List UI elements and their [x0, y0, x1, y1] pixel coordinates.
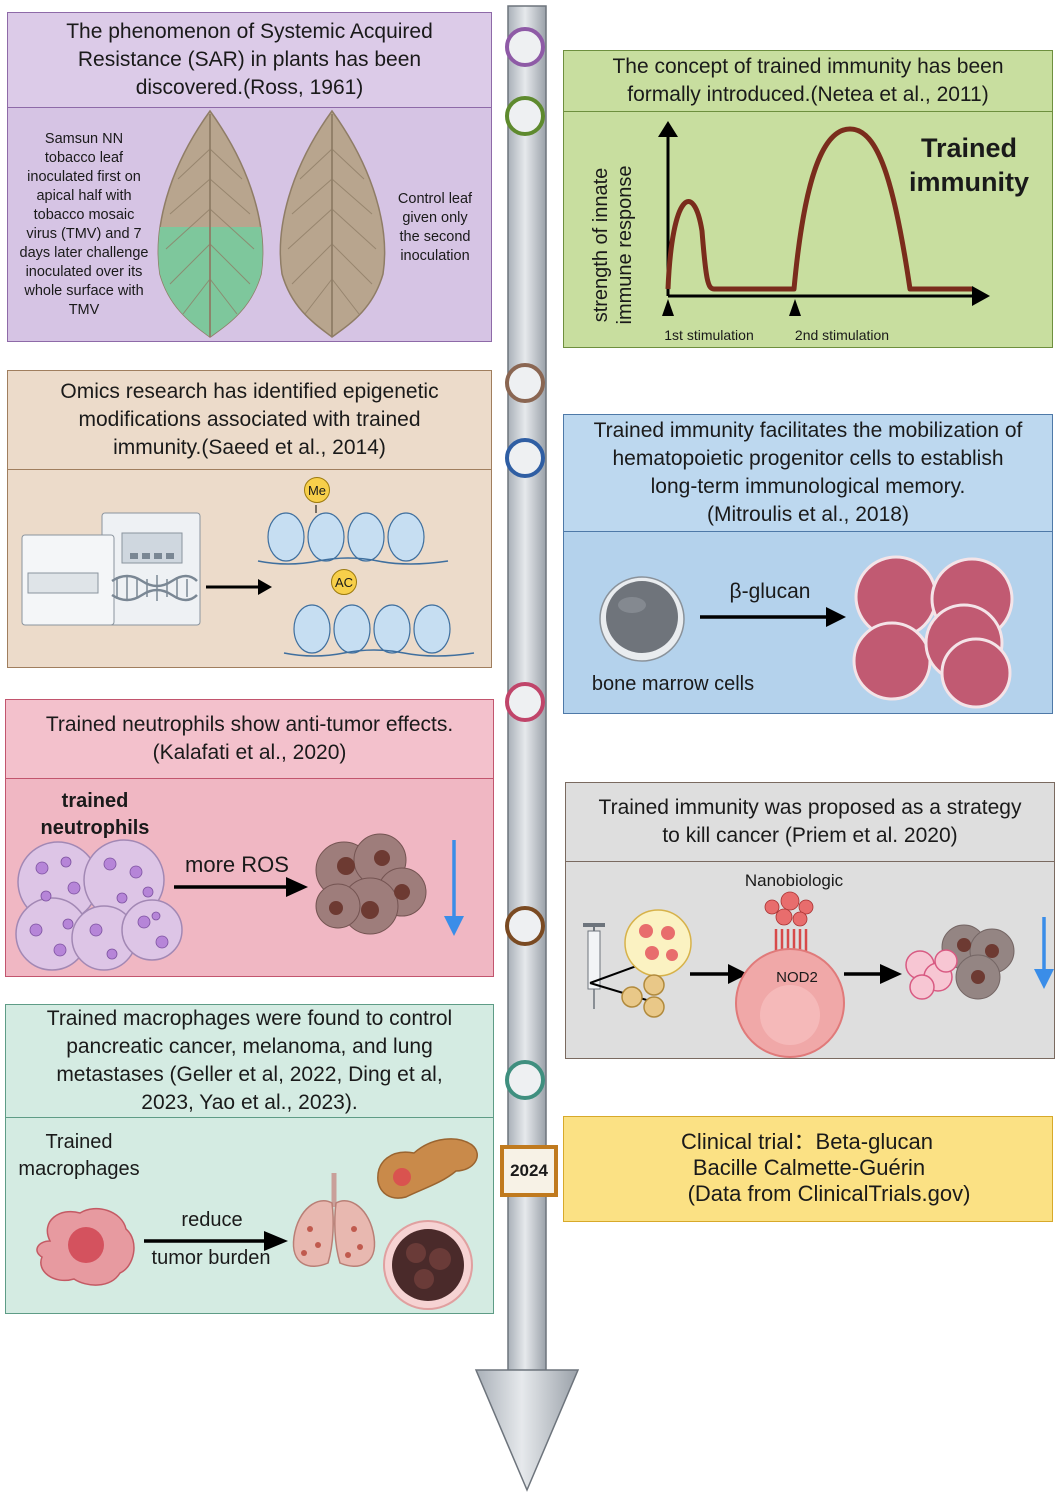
treated-leaf-icon: [157, 109, 264, 338]
control-leaf-icon: [279, 109, 386, 338]
y-axis-label: strength of innate immune response: [590, 165, 636, 325]
omics-body: [8, 469, 491, 667]
trained-immunity-curve: [658, 121, 990, 316]
macrophages-panel: Trained macrophages were found to contro…: [5, 1004, 494, 1314]
second-stimulation-label: 2nd stimulation: [794, 327, 890, 343]
reduce-arrow: [144, 1231, 288, 1251]
trained-concept-panel: The concept of trained immunity has been…: [563, 50, 1053, 348]
lungs-icon: [292, 1173, 376, 1267]
hematopoietic-title: Trained immunity facilitates the mobiliz…: [593, 419, 1023, 526]
nanobiologic-label: Nanobiologic: [744, 871, 844, 890]
cancer-decrease-arrow-icon: [1034, 917, 1054, 989]
bone-marrow-label: bone marrow cells: [591, 673, 755, 695]
nucleosomes-methylated-icon: [257, 505, 449, 565]
tumor-burden-label: tumor burden: [151, 1247, 271, 1269]
trained-cells-vs-tumor-icon: [905, 924, 1015, 1000]
trained-concept-body: [564, 111, 1052, 347]
hematopoietic-panel: Trained immunity facilitates the mobiliz…: [563, 414, 1053, 714]
omics-arrow: [206, 579, 272, 595]
bone-marrow-cell-icon: [599, 576, 685, 662]
trained-immunity-label: Trained immunity: [908, 133, 1029, 197]
cancer-strategy-title: Trained immunity was proposed as a strat…: [598, 796, 1022, 847]
timeline-marker-concept: [505, 96, 545, 136]
more-ros-label: more ROS: [185, 852, 289, 877]
macrophage-receptor-icon: [735, 891, 845, 1058]
sar-panel: The phenomenon of Systemic Acquired Resi…: [7, 12, 492, 342]
cancer-strategy-body: [566, 861, 1054, 1058]
beads-icon: [621, 974, 665, 1018]
sequencer-icon: [21, 512, 201, 626]
year-badge-label: 2024: [510, 1161, 548, 1180]
trained-neutrophils-icon: [15, 839, 183, 971]
beta-glucan-label: β-glucan: [729, 580, 811, 603]
neutrophils-panel: Trained neutrophils show anti-tumor effe…: [5, 699, 494, 977]
strategy-arrow-1: [690, 964, 748, 984]
tumor-cells-icon: [315, 833, 427, 935]
strategy-arrow-2: [844, 964, 902, 984]
methyl-mark: Me: [304, 477, 330, 503]
year-badge: 2024: [500, 1145, 558, 1197]
sar-left-caption: Samsun NN tobacco leaf inoculated first …: [19, 131, 149, 318]
omics-panel: Omics research has identified epigenetic…: [7, 370, 492, 668]
trained-macrophages-label: Trained macrophages: [18, 1131, 140, 1180]
first-stimulation-label: 1st stimulation: [664, 327, 754, 343]
clinical-trial-panel: Clinical trial：Beta-glucan Bacille Calme…: [563, 1116, 1053, 1222]
neutrophils-title: Trained neutrophils show anti-tumor effe…: [45, 713, 454, 764]
melanoma-icon: [383, 1220, 473, 1310]
sar-right-caption: Control leaf given only the second inocu…: [397, 191, 473, 264]
trained-progenitor-cells-icon: [852, 555, 1014, 709]
nanoparticle-icon: [624, 909, 692, 977]
nod2-label: NOD2: [776, 969, 818, 986]
decrease-arrow-icon: [444, 840, 464, 936]
beta-glucan-arrow: [700, 607, 846, 627]
cancer-strategy-panel: Trained immunity was proposed as a strat…: [565, 782, 1055, 1059]
sar-title: The phenomenon of Systemic Acquired Resi…: [66, 20, 433, 99]
macrophages-body: [6, 1117, 493, 1313]
syringe-icon: [583, 923, 605, 1009]
acetyl-mark: AC: [331, 569, 357, 595]
omics-title: Omics research has identified epigenetic…: [60, 380, 439, 459]
timeline-marker-cancer: [505, 906, 545, 946]
trained-concept-title: The concept of trained immunity has been…: [612, 55, 1004, 106]
more-ros-arrow: [174, 877, 308, 897]
trained-neutrophils-label: trained neutrophils: [40, 790, 150, 839]
nucleosomes-acetylated-icon: [283, 604, 475, 657]
timeline-marker-omics: [505, 363, 545, 403]
timeline-marker-macrophages: [505, 1060, 545, 1100]
timeline-marker-hematopoietic: [505, 438, 545, 478]
reduce-label: reduce: [181, 1209, 243, 1231]
macrophages-title: Trained macrophages were found to contro…: [46, 1007, 453, 1114]
pancreas-icon: [377, 1138, 478, 1199]
timeline-marker-neutrophils: [505, 682, 545, 722]
macrophage-icon: [36, 1207, 135, 1286]
clinical-trial-text: Clinical trial：Beta-glucan Bacille Calme…: [681, 1129, 971, 1206]
timeline-marker-sar: [505, 27, 545, 67]
